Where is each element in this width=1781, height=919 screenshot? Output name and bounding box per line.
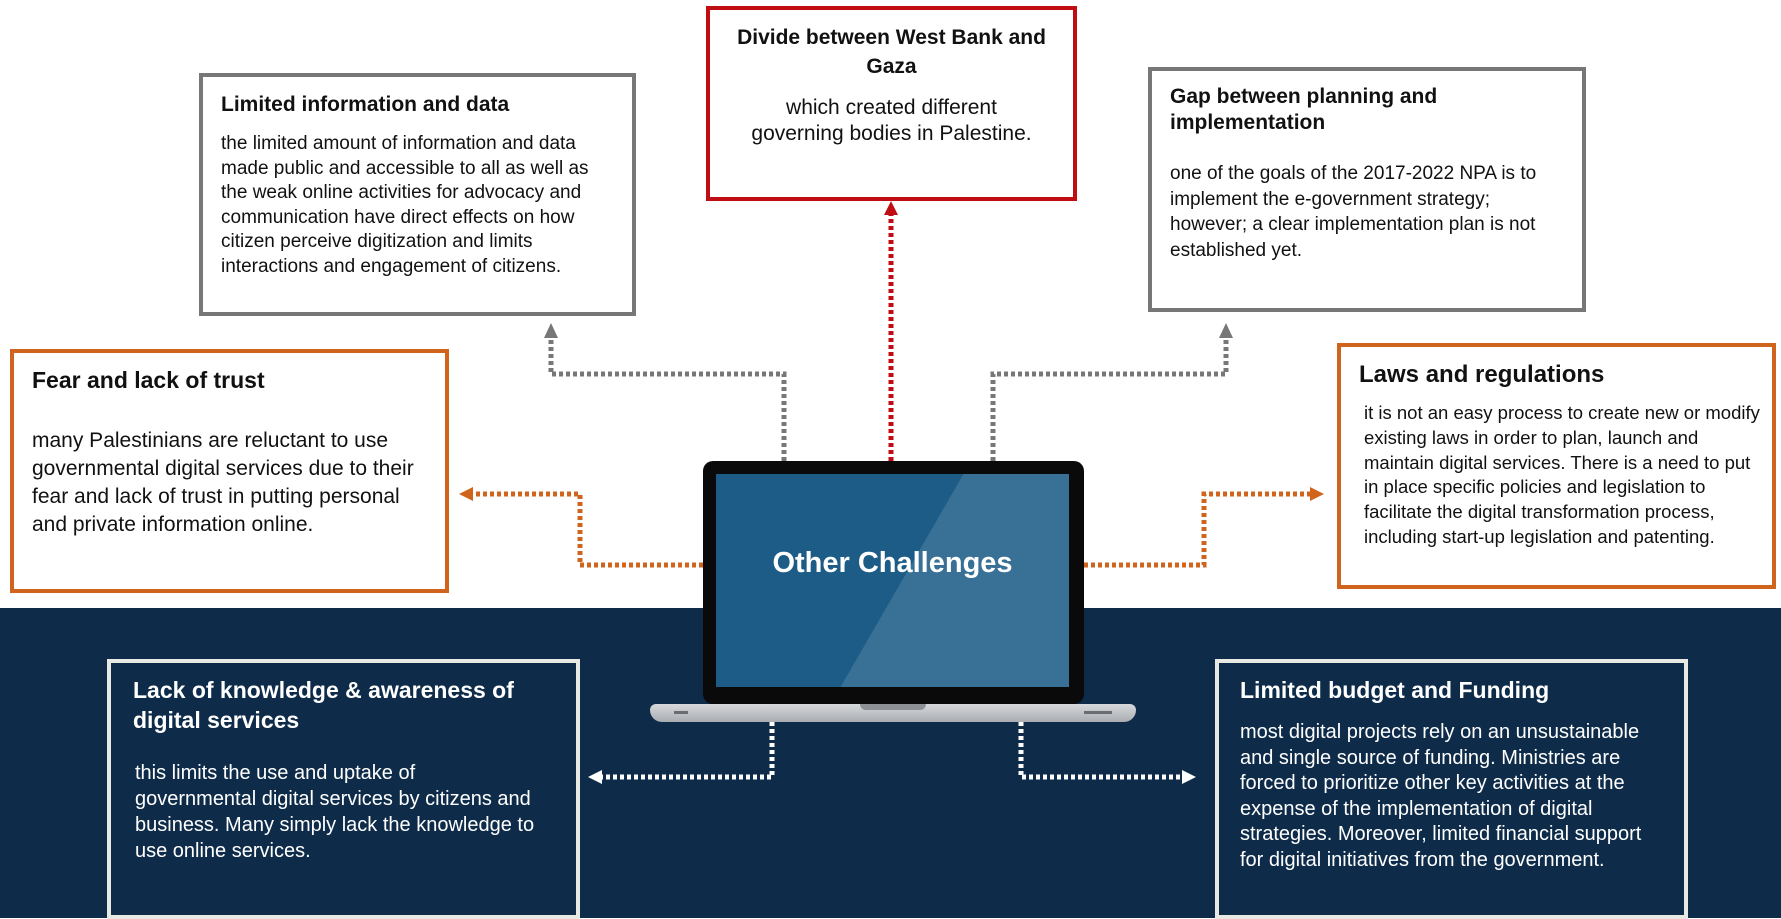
arrow-to-laws: [1084, 487, 1324, 568]
challenge-title: Gap between planning and implementation: [1170, 85, 1438, 134]
challenge-title: Limited budget and Funding: [1240, 677, 1550, 703]
challenge-title: Lack of knowledge & awareness of digital…: [133, 677, 514, 733]
arrow-to-divide: [884, 201, 898, 461]
challenge-title: Laws and regulations: [1359, 361, 1605, 388]
challenge-box-gap: Gap between planning and implementation …: [1148, 67, 1586, 312]
arrow-to-knowledge: [588, 722, 775, 784]
challenge-description: many Palestinians are reluctant to use g…: [32, 429, 414, 536]
challenge-box-fear: Fear and lack of trust many Palestinians…: [10, 349, 449, 593]
challenge-title: Fear and lack of trust: [32, 367, 265, 393]
challenge-description: most digital projects rely on an unsusta…: [1240, 721, 1642, 871]
challenge-description: it is not an easy process to create new …: [1364, 402, 1760, 547]
challenge-title: Divide between West Bank and Gaza: [737, 26, 1046, 78]
challenge-description: this limits the use and uptake of govern…: [135, 762, 535, 862]
challenge-description: one of the goals of the 2017-2022 NPA is…: [1170, 163, 1537, 261]
arrow-to-info: [544, 323, 787, 461]
arrow-to-gap: [990, 323, 1233, 461]
arrow-to-budget: [1018, 722, 1196, 784]
challenge-box-information: Limited information and data the limited…: [199, 73, 636, 316]
challenge-box-knowledge: Lack of knowledge & awareness of digital…: [107, 659, 580, 919]
challenge-box-divide: Divide between West Bank and Gaza which …: [706, 6, 1077, 201]
challenge-title: Limited information and data: [221, 93, 510, 116]
challenge-description: the limited amount of information and da…: [221, 133, 589, 277]
challenge-description: which created different governing bodies…: [751, 96, 1032, 145]
challenge-box-budget: Limited budget and Funding most digital …: [1215, 659, 1688, 919]
arrow-to-fear: [459, 487, 703, 568]
challenge-box-laws: Laws and regulations it is not an easy p…: [1337, 343, 1776, 589]
